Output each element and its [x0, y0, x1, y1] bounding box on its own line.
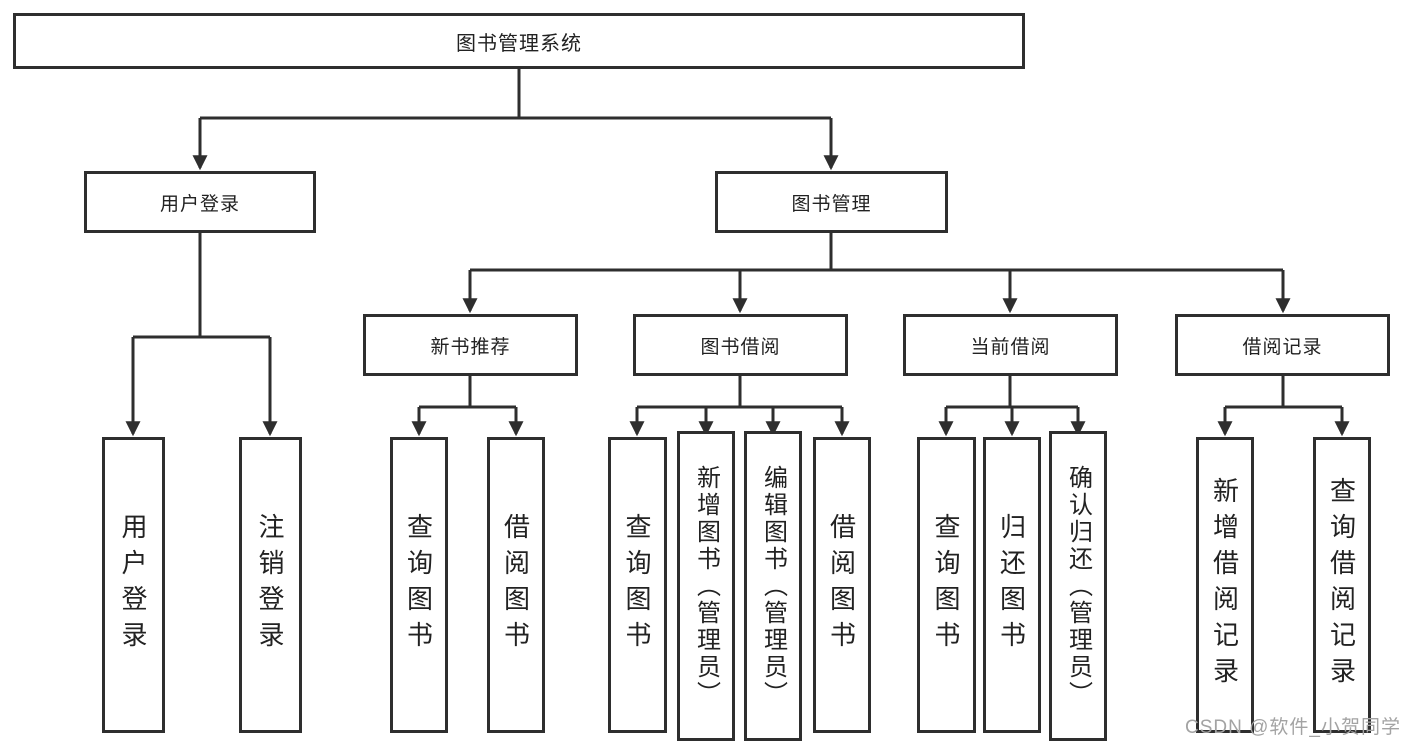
- leaf-add-books-admin: 新增图书（管理员）: [677, 431, 735, 741]
- node-new-book-recommendation: 新书推荐: [363, 314, 578, 376]
- node-current-borrowing: 当前借阅: [903, 314, 1118, 376]
- leaf-query-books-current: 查询图书: [917, 437, 976, 733]
- node-book-borrowing: 图书借阅: [633, 314, 848, 376]
- leaf-return-books: 归还图书: [983, 437, 1041, 733]
- csdn-watermark: CSDN @软件_小贺同学: [1185, 717, 1401, 738]
- leaf-borrow-books-recommend: 借阅图书: [487, 437, 545, 733]
- leaf-borrow-books: 借阅图书: [813, 437, 871, 733]
- leaf-query-books-recommend: 查询图书: [390, 437, 448, 733]
- node-library-management-system: 图书管理系统: [13, 13, 1025, 69]
- leaf-confirm-return-admin: 确认归还（管理员）: [1049, 431, 1107, 741]
- leaf-edit-books-admin: 编辑图书（管理员）: [744, 431, 802, 741]
- leaf-logout: 注销登录: [239, 437, 302, 733]
- leaf-query-borrow-record: 查询借阅记录: [1313, 437, 1371, 733]
- node-borrowing-records: 借阅记录: [1175, 314, 1390, 376]
- leaf-add-borrow-record: 新增借阅记录: [1196, 437, 1254, 733]
- node-user-login-branch: 用户登录: [84, 171, 316, 233]
- leaf-user-login: 用户登录: [102, 437, 165, 733]
- node-book-management-branch: 图书管理: [715, 171, 948, 233]
- arrow-connectors: [125, 118, 1350, 437]
- leaf-query-books-borrowing: 查询图书: [608, 437, 667, 733]
